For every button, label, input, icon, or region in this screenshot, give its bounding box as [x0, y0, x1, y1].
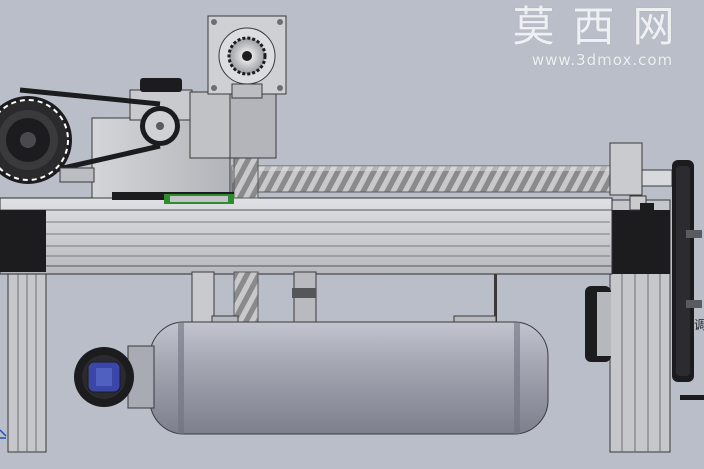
screw-end-bearing: [609, 142, 673, 215]
motor-pulley: [140, 106, 180, 146]
lead-screw-icon: [231, 165, 613, 193]
valve-knob: [74, 347, 134, 407]
edge-text-fragment: 调: [694, 318, 704, 332]
coordinate-triad-icon: [0, 429, 7, 439]
linear-rail-beam: [0, 197, 613, 275]
right-pulley-belt: [672, 160, 704, 400]
cylinder-tank-icon: [127, 321, 549, 435]
right-support-leg: [608, 199, 671, 453]
gear-pulley-icon: [0, 96, 95, 184]
motor-fan-icon: [207, 15, 287, 99]
right-side-flange: [585, 286, 611, 362]
